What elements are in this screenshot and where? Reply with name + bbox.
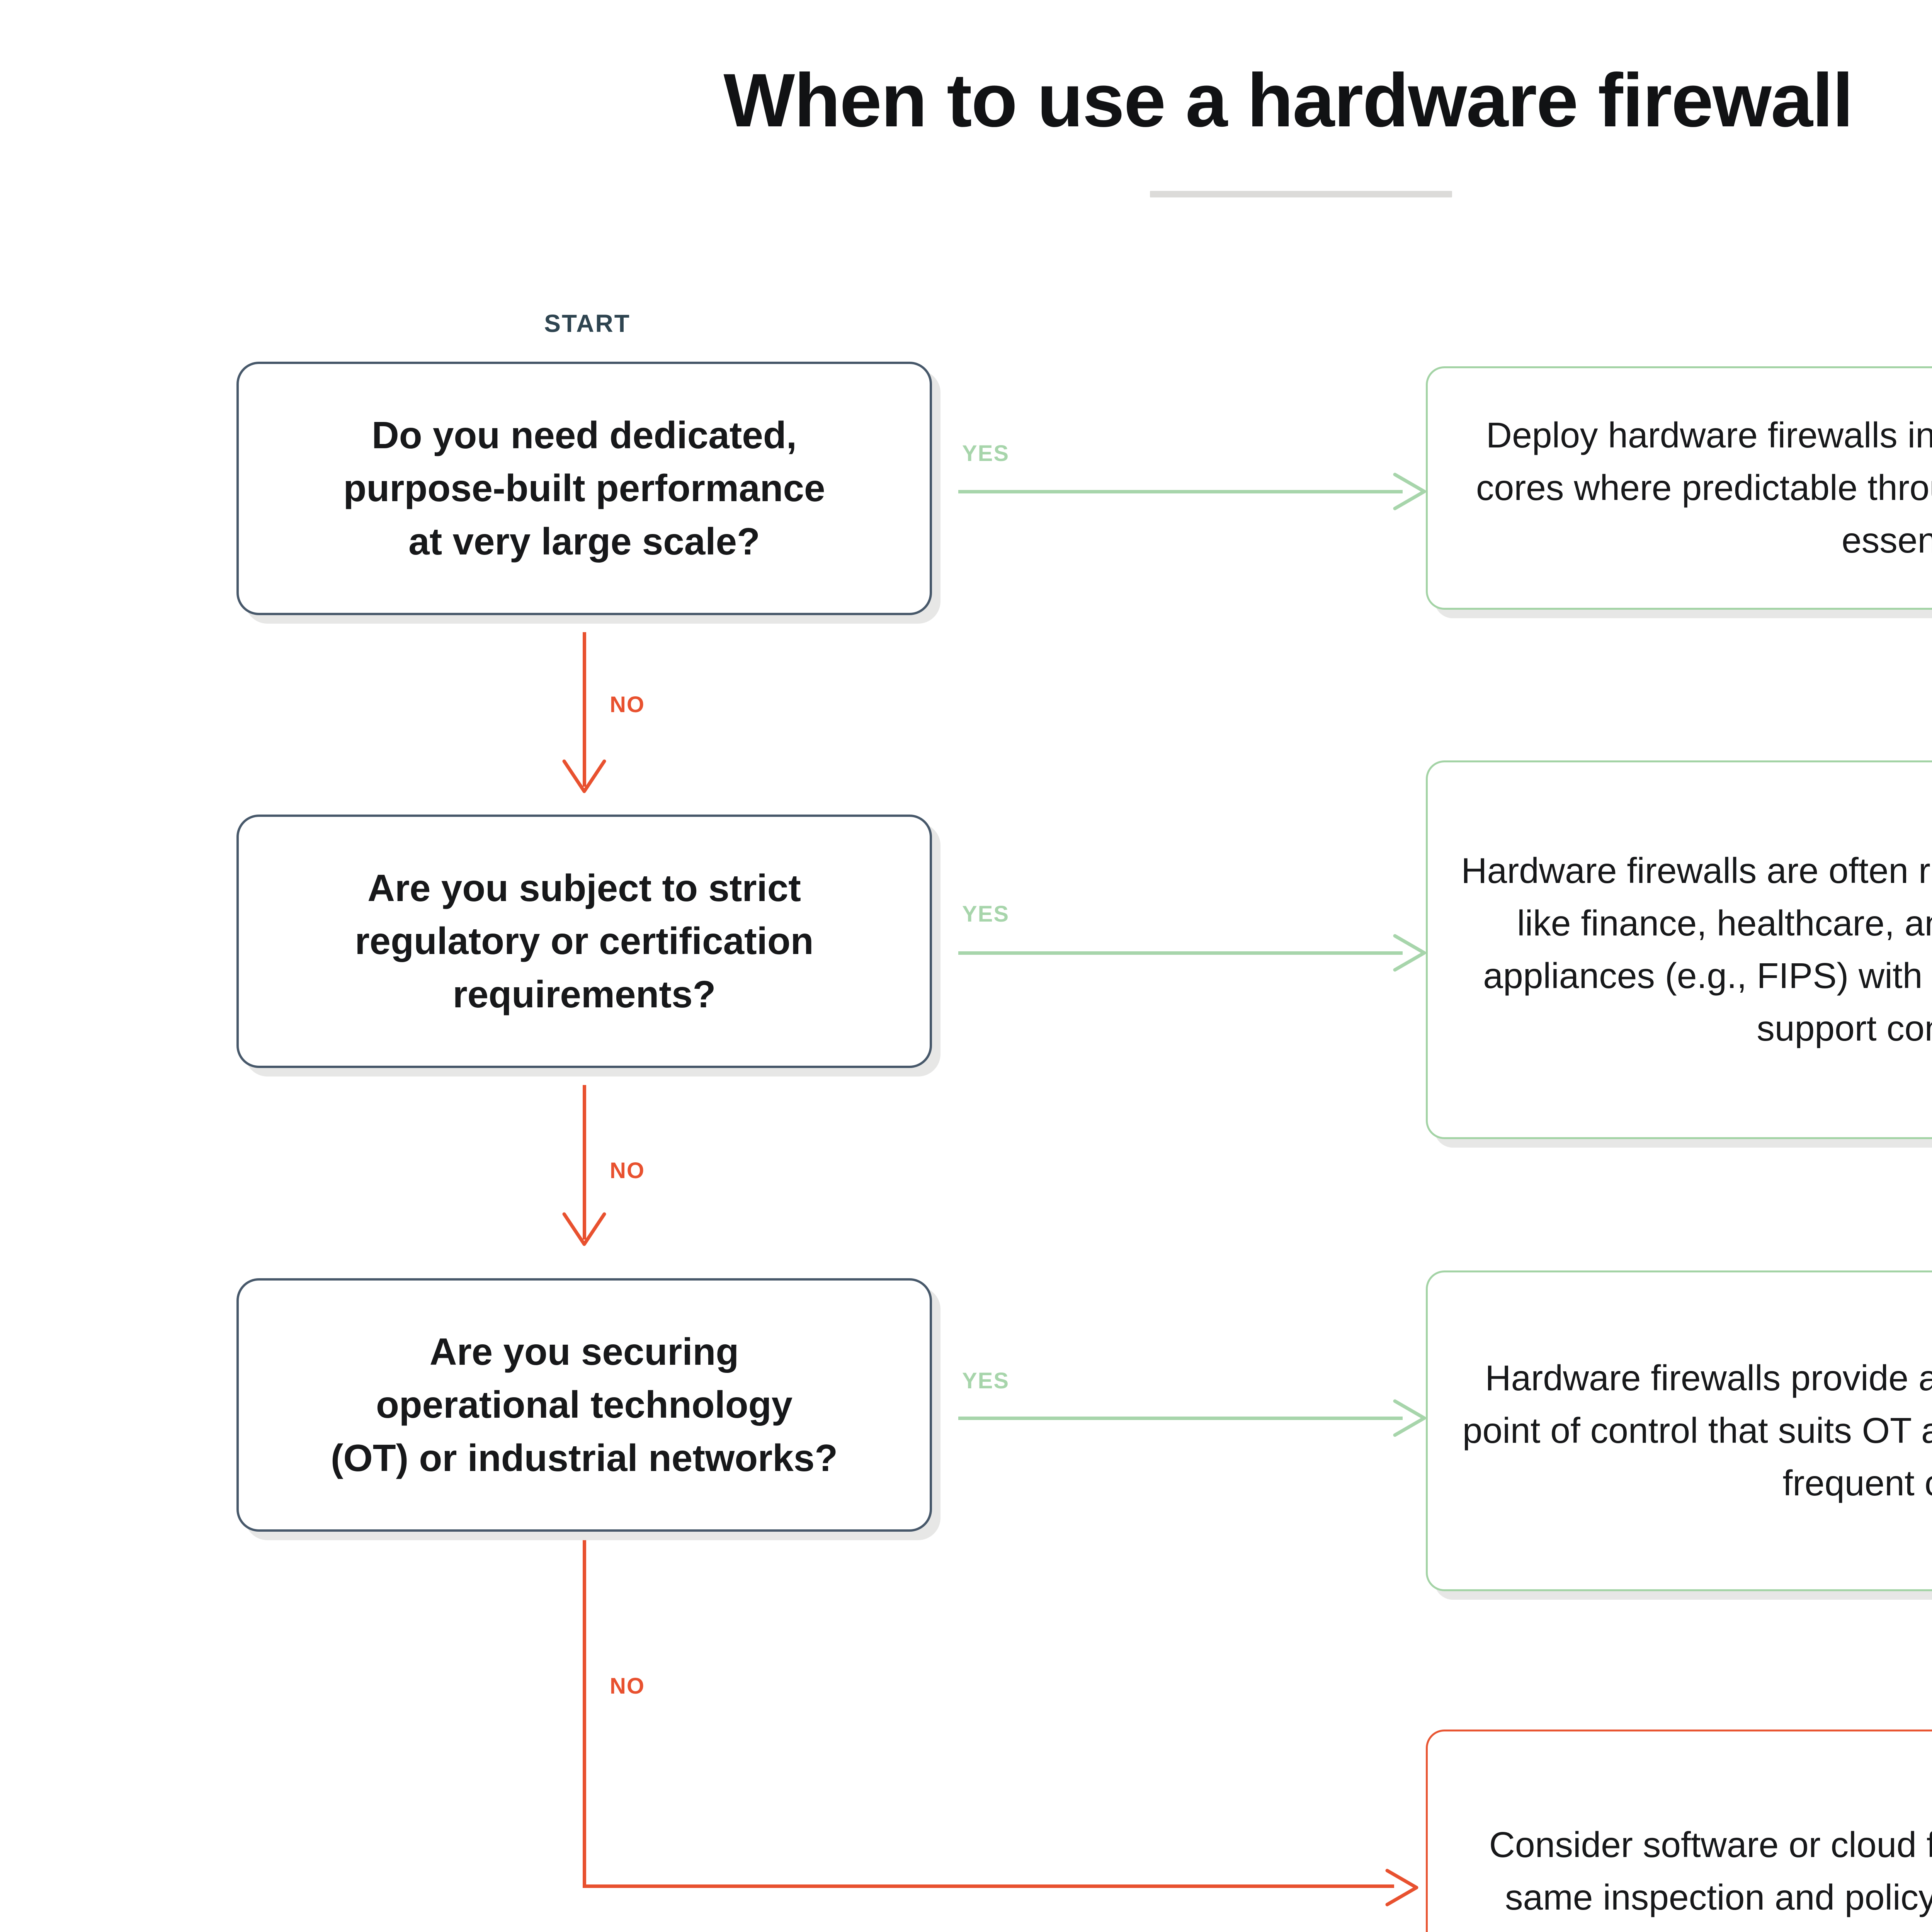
outcome-node-4[interactable]: Consider software or cloud firewalls, wh… bbox=[1426, 1730, 1932, 1932]
outcome-node-2-text: Hardware firewalls are often required in… bbox=[1461, 850, 1932, 1048]
outcome-node-1[interactable]: Deploy hardware firewalls in data center… bbox=[1426, 366, 1932, 610]
decision-node-2-text: Are you subject to strict regulatory or … bbox=[355, 867, 814, 1015]
arrowhead-right-icon bbox=[1393, 473, 1426, 510]
outcome-node-3-text: Hardware firewalls provide a clear, phys… bbox=[1462, 1358, 1932, 1503]
decision-node-3[interactable]: Are you securing operational technology … bbox=[236, 1278, 932, 1532]
outcome-node-2[interactable]: Hardware firewalls are often required in… bbox=[1426, 760, 1932, 1139]
outcome-node-1-text: Deploy hardware firewalls in data center… bbox=[1476, 415, 1932, 560]
outcome-node-3[interactable]: Hardware firewalls provide a clear, phys… bbox=[1426, 1270, 1932, 1591]
arrowhead-right-icon bbox=[1385, 1869, 1418, 1906]
outcome-node-4-text: Consider software or cloud firewalls, wh… bbox=[1489, 1825, 1932, 1932]
decision-node-1[interactable]: Do you need dedicated, purpose-built per… bbox=[236, 362, 932, 615]
edge-decision3-no-horizontal bbox=[583, 1884, 1394, 1888]
edge-decision1-no-line bbox=[583, 632, 586, 787]
start-label: START bbox=[544, 310, 631, 337]
edge-decision1-no-label: NO bbox=[610, 692, 645, 717]
page-title: When to use a hardware firewall bbox=[723, 58, 1853, 143]
edge-decision3-no-vertical bbox=[583, 1540, 586, 1888]
arrowhead-right-icon bbox=[1393, 934, 1426, 972]
decision-node-2[interactable]: Are you subject to strict regulatory or … bbox=[236, 815, 932, 1068]
edge-decision1-yes-line bbox=[958, 490, 1403, 493]
edge-decision3-no-label: NO bbox=[610, 1673, 645, 1699]
edge-decision2-yes-line bbox=[958, 951, 1403, 955]
arrowhead-right-icon bbox=[1393, 1399, 1426, 1437]
edge-decision2-no-line bbox=[583, 1085, 586, 1240]
edge-decision3-yes-line bbox=[958, 1417, 1403, 1420]
edge-decision1-yes-label: YES bbox=[962, 441, 1010, 466]
edge-decision2-yes-label: YES bbox=[962, 901, 1010, 927]
title-divider bbox=[1150, 191, 1452, 197]
arrowhead-down-icon bbox=[562, 759, 606, 793]
decision-node-1-text: Do you need dedicated, purpose-built per… bbox=[343, 414, 825, 563]
edge-decision2-no-label: NO bbox=[610, 1158, 645, 1183]
decision-node-3-text: Are you securing operational technology … bbox=[330, 1330, 838, 1479]
edge-decision3-yes-label: YES bbox=[962, 1368, 1010, 1393]
arrowhead-down-icon bbox=[562, 1212, 606, 1246]
